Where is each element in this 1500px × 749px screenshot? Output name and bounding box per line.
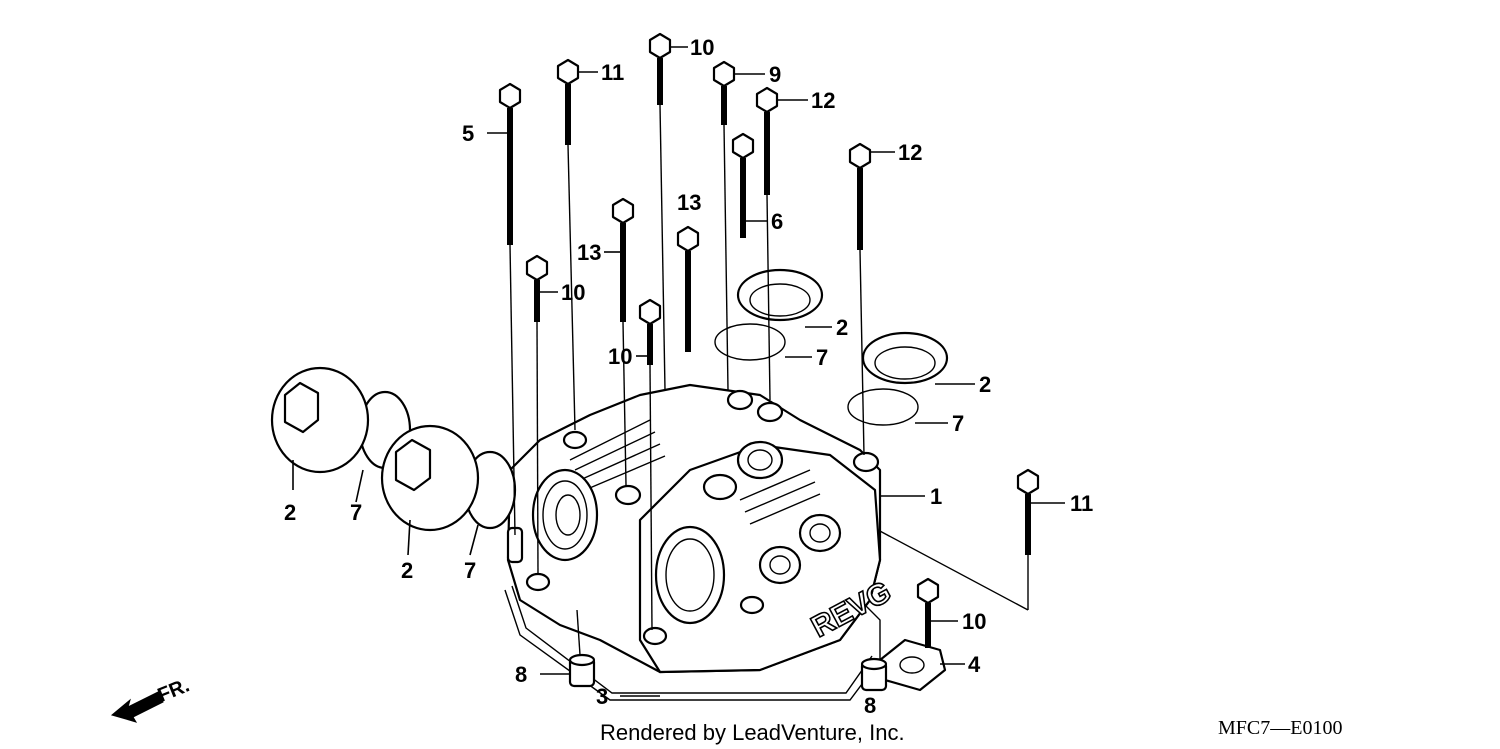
callout-leaders	[292, 46, 1065, 697]
callout-9: 9	[769, 62, 781, 87]
callout-2-left-a: 2	[284, 500, 296, 525]
callout-13-top: 13	[677, 190, 701, 215]
callout-7-left-b: 7	[464, 558, 476, 583]
cylinder-head-cover: REVG	[504, 383, 897, 701]
leader-lines	[509, 104, 1029, 656]
o-ring-7b	[847, 388, 919, 426]
callout-12-right: 12	[898, 140, 922, 165]
callout-7-left-a: 7	[350, 500, 362, 525]
callout-2-right: 2	[979, 372, 991, 397]
bolts	[498, 32, 1040, 648]
callout-5: 5	[462, 121, 474, 146]
callout-10-low: 10	[608, 344, 632, 369]
callout-13-left: 13	[577, 240, 601, 265]
callout-12-top: 12	[811, 88, 835, 113]
diagram-code: MFC7—E0100	[1218, 717, 1342, 739]
callout-1: 1	[930, 484, 942, 509]
callout-10-mid: 10	[561, 280, 585, 305]
callout-7-upper: 7	[816, 345, 828, 370]
callout-7-right: 7	[952, 411, 964, 436]
callout-4: 4	[968, 652, 981, 677]
callout-labels: 5 11 10 9 12 12 6 13 13 10 10 2 7 2 7 1 …	[284, 35, 1093, 718]
callout-11-right: 11	[1070, 491, 1093, 516]
footer-credit: Rendered by LeadVenture, Inc.	[600, 720, 905, 745]
gasket-3	[504, 589, 881, 701]
callout-6: 6	[771, 209, 783, 234]
callout-8-right: 8	[864, 693, 876, 718]
tappet-caps-left	[270, 366, 517, 532]
breather-plate-4	[878, 638, 947, 692]
callout-11-top: 11	[601, 60, 624, 85]
callout-2-upper: 2	[836, 315, 848, 340]
o-ring-7a	[714, 323, 786, 361]
front-label: FR.	[155, 674, 193, 706]
callout-10-top: 10	[690, 35, 714, 60]
dowel-pins-8	[568, 653, 888, 692]
front-direction-marker: FR.	[110, 674, 193, 723]
callout-3: 3	[596, 684, 608, 709]
front-arrow-icon	[110, 691, 164, 723]
tappet-caps-right	[714, 268, 949, 426]
callout-10-right: 10	[962, 609, 986, 634]
callout-2-left-b: 2	[401, 558, 413, 583]
callout-8-left: 8	[515, 662, 527, 687]
